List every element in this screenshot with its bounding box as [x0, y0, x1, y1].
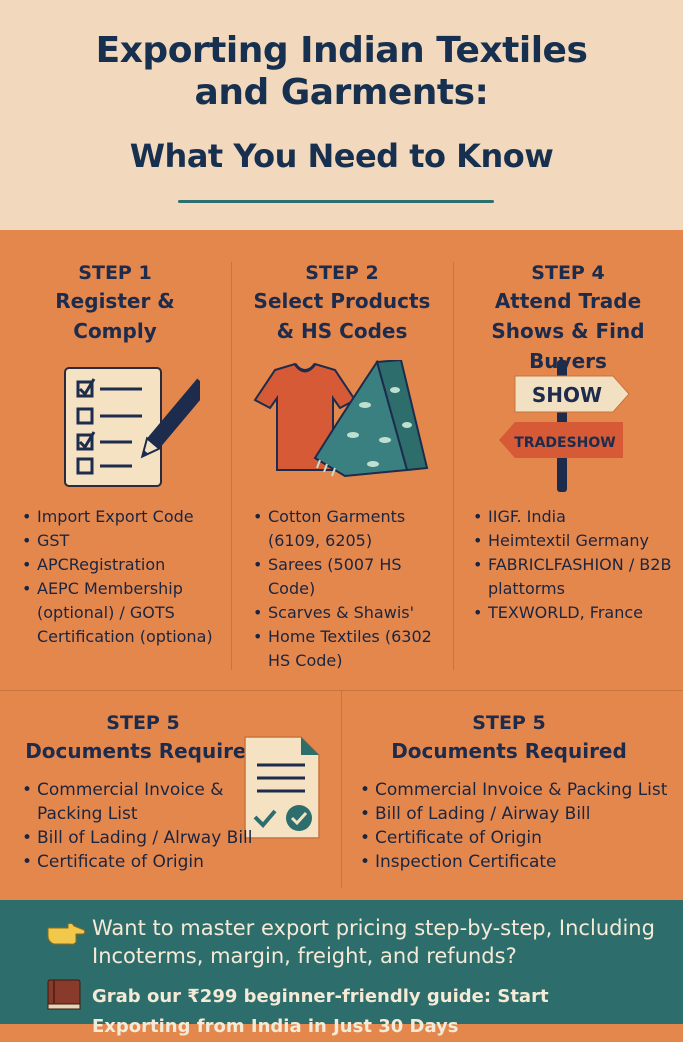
- tshirt-and-scarf-icon: [253, 360, 429, 478]
- step-2-title-line2: & HS Codes: [276, 319, 408, 343]
- list-item: IIGF. India: [473, 505, 678, 529]
- step-5a-header: STEP 5 Documents Required: [20, 710, 266, 766]
- list-item: Bill of Lading / Airway Bill: [360, 802, 678, 826]
- page-title-line2: and Garments:: [194, 72, 489, 113]
- page-title-line1: Exporting Indian Textiles: [95, 30, 588, 71]
- step-5b-bullets: Commercial Invoice & Packing List Bill o…: [360, 778, 678, 874]
- sign-bottom-label: TRADESHOW: [514, 435, 616, 451]
- column-divider-2: [453, 262, 454, 670]
- step-5a-title: Documents Required: [25, 739, 261, 763]
- list-item: AEPC Membership (optional) / GOTS Certif…: [22, 577, 227, 649]
- list-item: Scarves & Shawis': [253, 601, 451, 625]
- step-1-bullets: Import Export Code GST APCRegistration A…: [22, 505, 227, 649]
- list-item: TEXWORLD, France: [473, 601, 678, 625]
- signpost-icon: SHOW TRADESHOW: [499, 360, 630, 492]
- step-4-number: STEP 4: [531, 262, 605, 284]
- footer-banner: [0, 900, 683, 1024]
- list-item: Commercial Invoice & Packing List: [22, 778, 262, 826]
- list-item: Import Export Code: [22, 505, 227, 529]
- guide-offer-text: Grab our ₹299 beginner-friendly guide: S…: [92, 986, 549, 1037]
- title-underline: [178, 200, 494, 203]
- list-item: Cotton Garments (6109, 6205): [253, 505, 451, 553]
- list-item: Certificate of Origin: [22, 850, 262, 874]
- promo-text: Want to master export pricing step-by-st…: [92, 916, 655, 968]
- page-subtitle: What You Need to Know: [129, 137, 554, 175]
- step-5a-number: STEP 5: [106, 712, 180, 734]
- list-item: Certificate of Origin: [360, 826, 678, 850]
- list-item: Inspection Certificate: [360, 850, 678, 874]
- step-1-title-line1: Register &: [55, 289, 175, 313]
- list-item: APCRegistration: [22, 553, 227, 577]
- list-item: Sarees (5007 HS Code): [253, 553, 451, 601]
- checklist-pencil-icon: [64, 367, 200, 487]
- column-divider-3: [341, 690, 342, 888]
- step-5a-bullets: Commercial Invoice & Packing List Bill o…: [22, 778, 262, 874]
- step-5b-title: Documents Required: [391, 739, 627, 763]
- step-2-title-line1: Select Products: [253, 289, 431, 313]
- list-item: Commercial Invoice & Packing List: [360, 778, 678, 802]
- column-divider-1: [231, 262, 232, 670]
- header-banner: [0, 0, 683, 230]
- step-4-bullets: IIGF. India Heimtextil Germany FABRICLFA…: [473, 505, 678, 625]
- step-2-bullets: Cotton Garments (6109, 6205) Sarees (500…: [253, 505, 451, 673]
- step-2-number: STEP 2: [305, 262, 379, 284]
- step-5b-number: STEP 5: [472, 712, 546, 734]
- step-2-header: STEP 2 Select Products & HS Codes: [233, 260, 451, 346]
- step-1-header: STEP 1 Register & Comply: [6, 260, 224, 346]
- list-item: Bill of Lading / Alrway Bill: [22, 826, 262, 850]
- step-1-title-line2: Comply: [73, 319, 157, 343]
- list-item: FABRICLFASHION / B2B plattorms: [473, 553, 678, 601]
- book-icon: [47, 979, 81, 1010]
- step-1-number: STEP 1: [78, 262, 152, 284]
- pointing-hand-icon: [47, 922, 86, 945]
- sign-top-label: SHOW: [532, 383, 602, 407]
- list-item: Heimtextil Germany: [473, 529, 678, 553]
- step-5b-header: STEP 5 Documents Required: [350, 710, 668, 766]
- list-item: GST: [22, 529, 227, 553]
- step-4-title-line2: Shows & Find Buyers: [491, 319, 645, 373]
- list-item: Home Textiles (6302 HS Code): [253, 625, 451, 673]
- step-4-header: STEP 4 Attend Trade Shows & Find Buyers: [456, 260, 680, 376]
- step-4-title-line1: Attend Trade: [494, 289, 642, 313]
